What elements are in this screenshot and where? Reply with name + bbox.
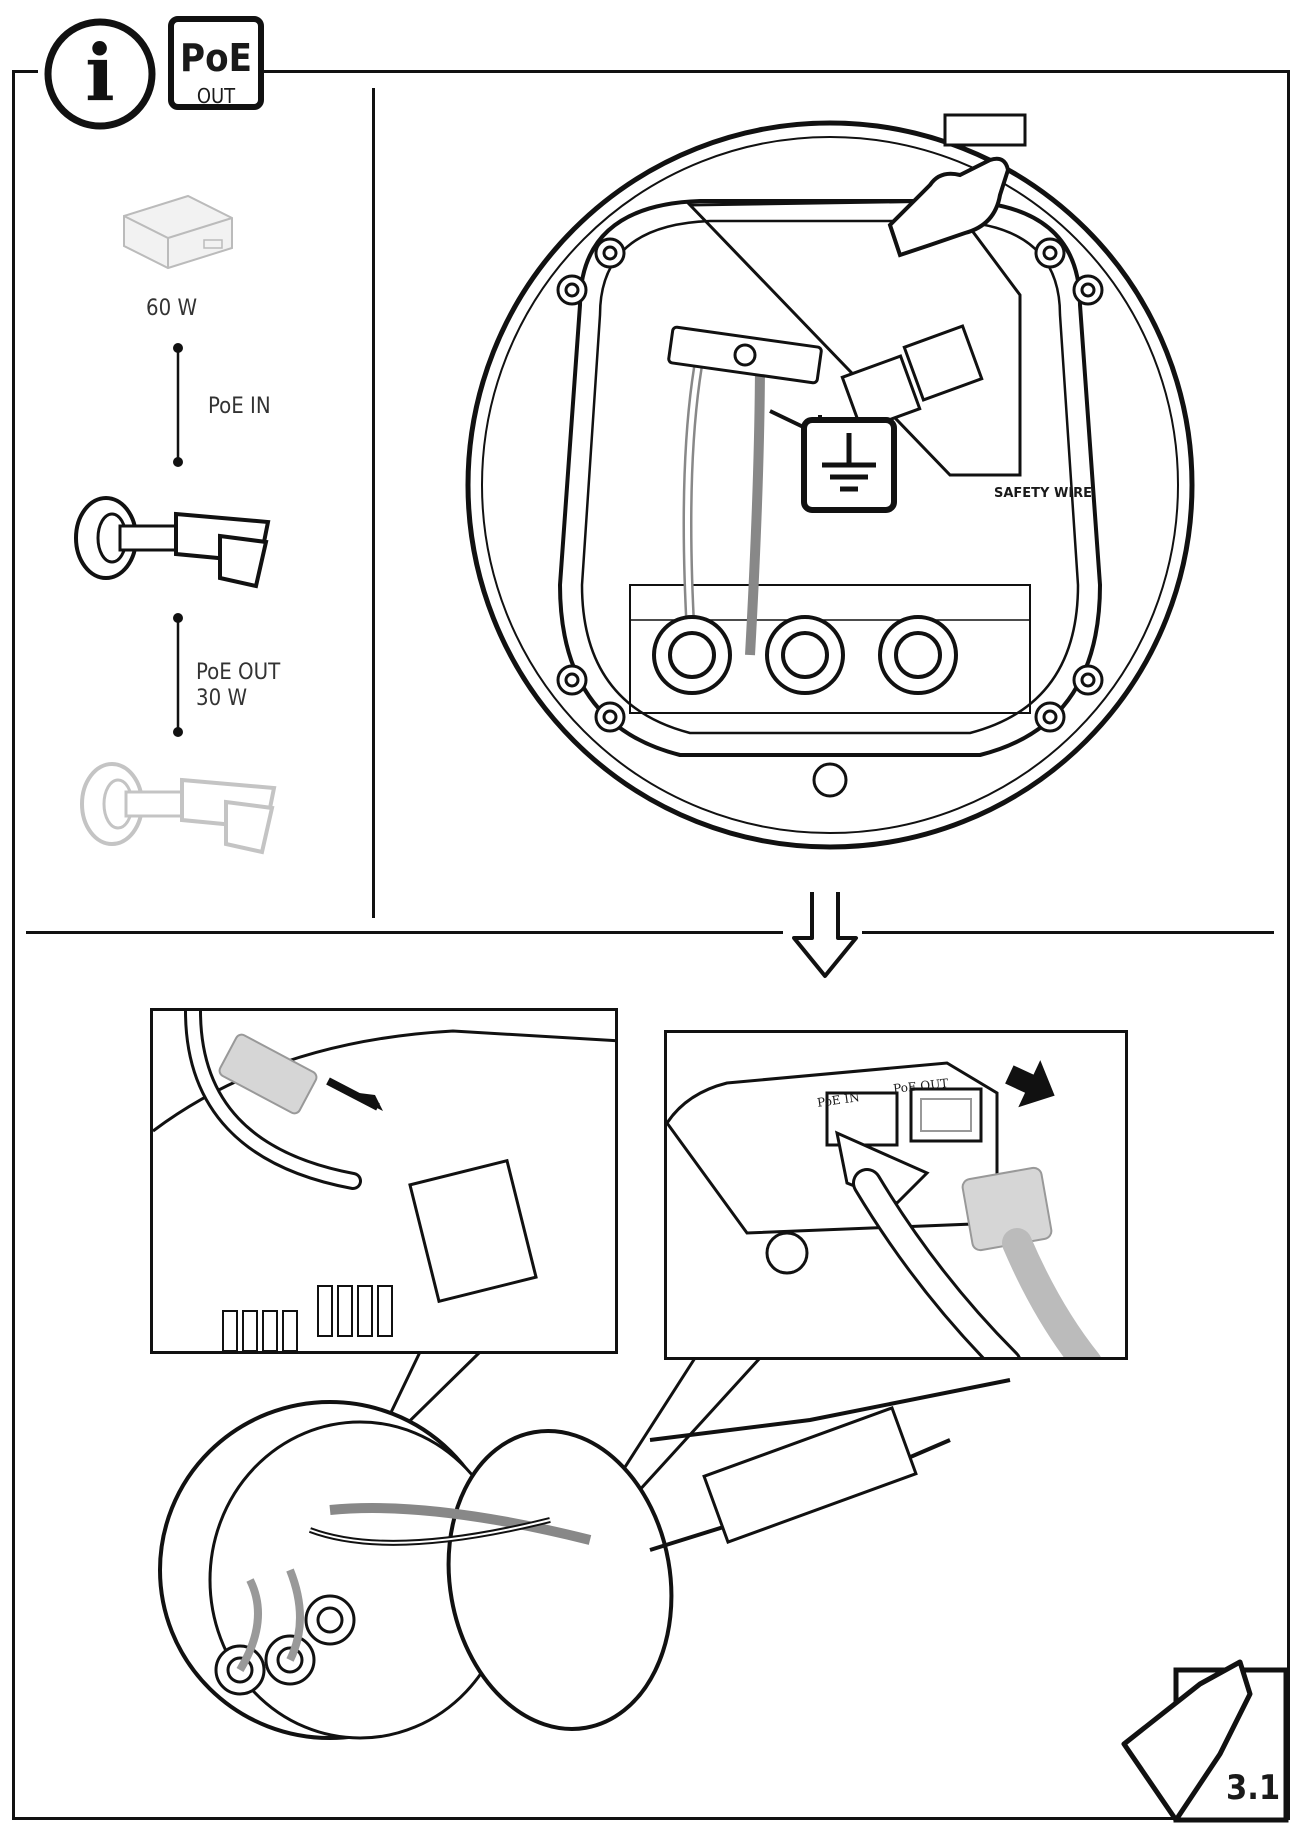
down-arrow-icon xyxy=(792,892,858,978)
outer-frame xyxy=(12,70,1290,1820)
power-supply-icon xyxy=(123,194,233,270)
camera-icon xyxy=(74,496,271,589)
column-divider xyxy=(372,88,375,918)
poe-out-badge: PoE OUT xyxy=(168,16,264,110)
poe-out-label: PoE OUT 30 W xyxy=(196,660,281,711)
page-corner-icon xyxy=(1121,1659,1289,1823)
poe-in-link-line xyxy=(173,343,183,467)
info-symbol: i xyxy=(85,28,115,119)
page-number: 3.1 xyxy=(1226,1768,1281,1808)
inset-disconnect-drawing xyxy=(153,1011,615,1351)
camera-assembly-diagram xyxy=(158,1378,1011,1740)
camera-icon xyxy=(80,762,277,855)
power-supply-label: 60 W xyxy=(146,296,198,321)
inset-connect-drawing xyxy=(667,1060,1101,1357)
poe-out-link-line xyxy=(173,613,183,737)
section-divider-right xyxy=(862,931,1274,934)
inset-connect-poe-out: PoE IN PoE OUT xyxy=(664,1030,1128,1360)
inset-disconnect-cable xyxy=(150,1008,618,1354)
badge-title: PoE xyxy=(180,36,252,80)
section-divider-left xyxy=(26,931,783,934)
junction-box-diagram xyxy=(465,113,1195,850)
poe-in-label: PoE IN xyxy=(208,394,271,419)
badge-subtitle: OUT xyxy=(196,84,236,108)
safety-wire-label: SAFETY WIRE xyxy=(994,486,1093,501)
info-icon: i xyxy=(38,18,162,130)
